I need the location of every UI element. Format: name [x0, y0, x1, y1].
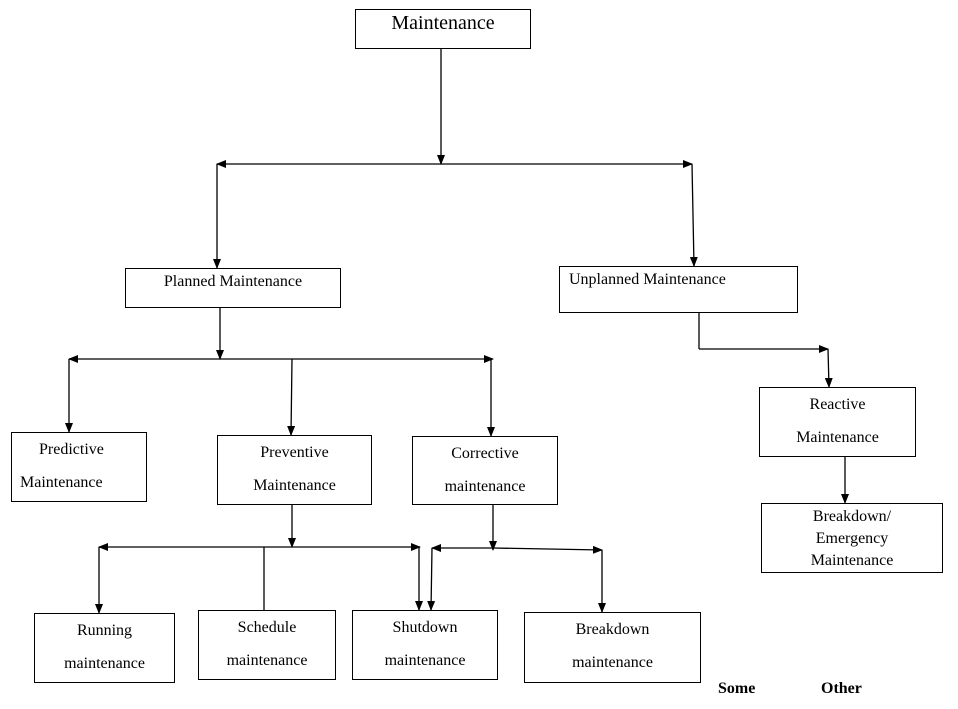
node-breakdown-maintenance: Breakdown maintenance: [524, 612, 701, 683]
node-unplanned-maintenance: Unplanned Maintenance: [559, 266, 798, 313]
connector-to-preventive: [287, 358, 296, 436]
node-schedule-line-1: Schedule: [237, 619, 297, 636]
node-reactive-line-2: Maintenance: [796, 429, 879, 446]
connector-to-unplanned: [689, 163, 698, 267]
node-breakdown-emergency-line-2: Emergency: [815, 530, 889, 547]
connector-corrective-to-shutdown: [427, 547, 436, 611]
node-maintenance-label: Maintenance: [391, 12, 495, 34]
node-unplanned-label: Unplanned Maintenance: [569, 271, 726, 288]
node-preventive-line-1: Preventive: [260, 444, 329, 461]
node-planned-label: Planned Maintenance: [163, 273, 303, 290]
node-preventive-maintenance: Preventive Maintenance: [217, 435, 372, 505]
node-reactive-maintenance: Reactive Maintenance: [759, 387, 916, 457]
node-predictive-line-1: Predictive: [39, 441, 104, 458]
node-shutdown-line-1: Shutdown: [392, 619, 458, 636]
node-corrective-maintenance: Corrective maintenance: [412, 436, 558, 505]
node-running-line-1: Running: [76, 622, 133, 639]
bar-corrective-right: [492, 545, 603, 554]
node-breakdown-emergency-line-1: Breakdown/: [812, 508, 892, 525]
connector-to-reactive: [824, 348, 833, 388]
node-breakdown-line-1: Breakdown: [575, 621, 650, 638]
node-schedule-maintenance: Schedule maintenance: [198, 610, 336, 680]
node-planned-maintenance: Planned Maintenance: [125, 268, 341, 308]
node-predictive-line-2: Maintenance: [20, 474, 103, 491]
node-shutdown-maintenance: Shutdown maintenance: [352, 610, 498, 680]
node-corrective-line-2: maintenance: [444, 478, 526, 495]
node-breakdown-emergency-maintenance: Breakdown/ Emergency Maintenance: [761, 503, 943, 573]
node-reactive-line-1: Reactive: [809, 396, 866, 413]
node-maintenance: Maintenance: [355, 9, 531, 49]
node-predictive-maintenance: Predictive Maintenance: [11, 432, 147, 502]
node-schedule-line-2: maintenance: [226, 652, 308, 669]
node-preventive-line-2: Maintenance: [253, 477, 336, 494]
node-breakdown-emergency-line-3: Maintenance: [810, 552, 894, 569]
node-shutdown-line-2: maintenance: [384, 652, 466, 669]
node-corrective-line-1: Corrective: [451, 445, 519, 462]
footer-text-other: Other: [821, 680, 862, 697]
footer-text-some: Some: [718, 680, 756, 697]
node-breakdown-line-2: maintenance: [572, 654, 653, 671]
node-running-line-2: maintenance: [64, 655, 145, 672]
node-running-maintenance: Running maintenance: [34, 613, 175, 683]
